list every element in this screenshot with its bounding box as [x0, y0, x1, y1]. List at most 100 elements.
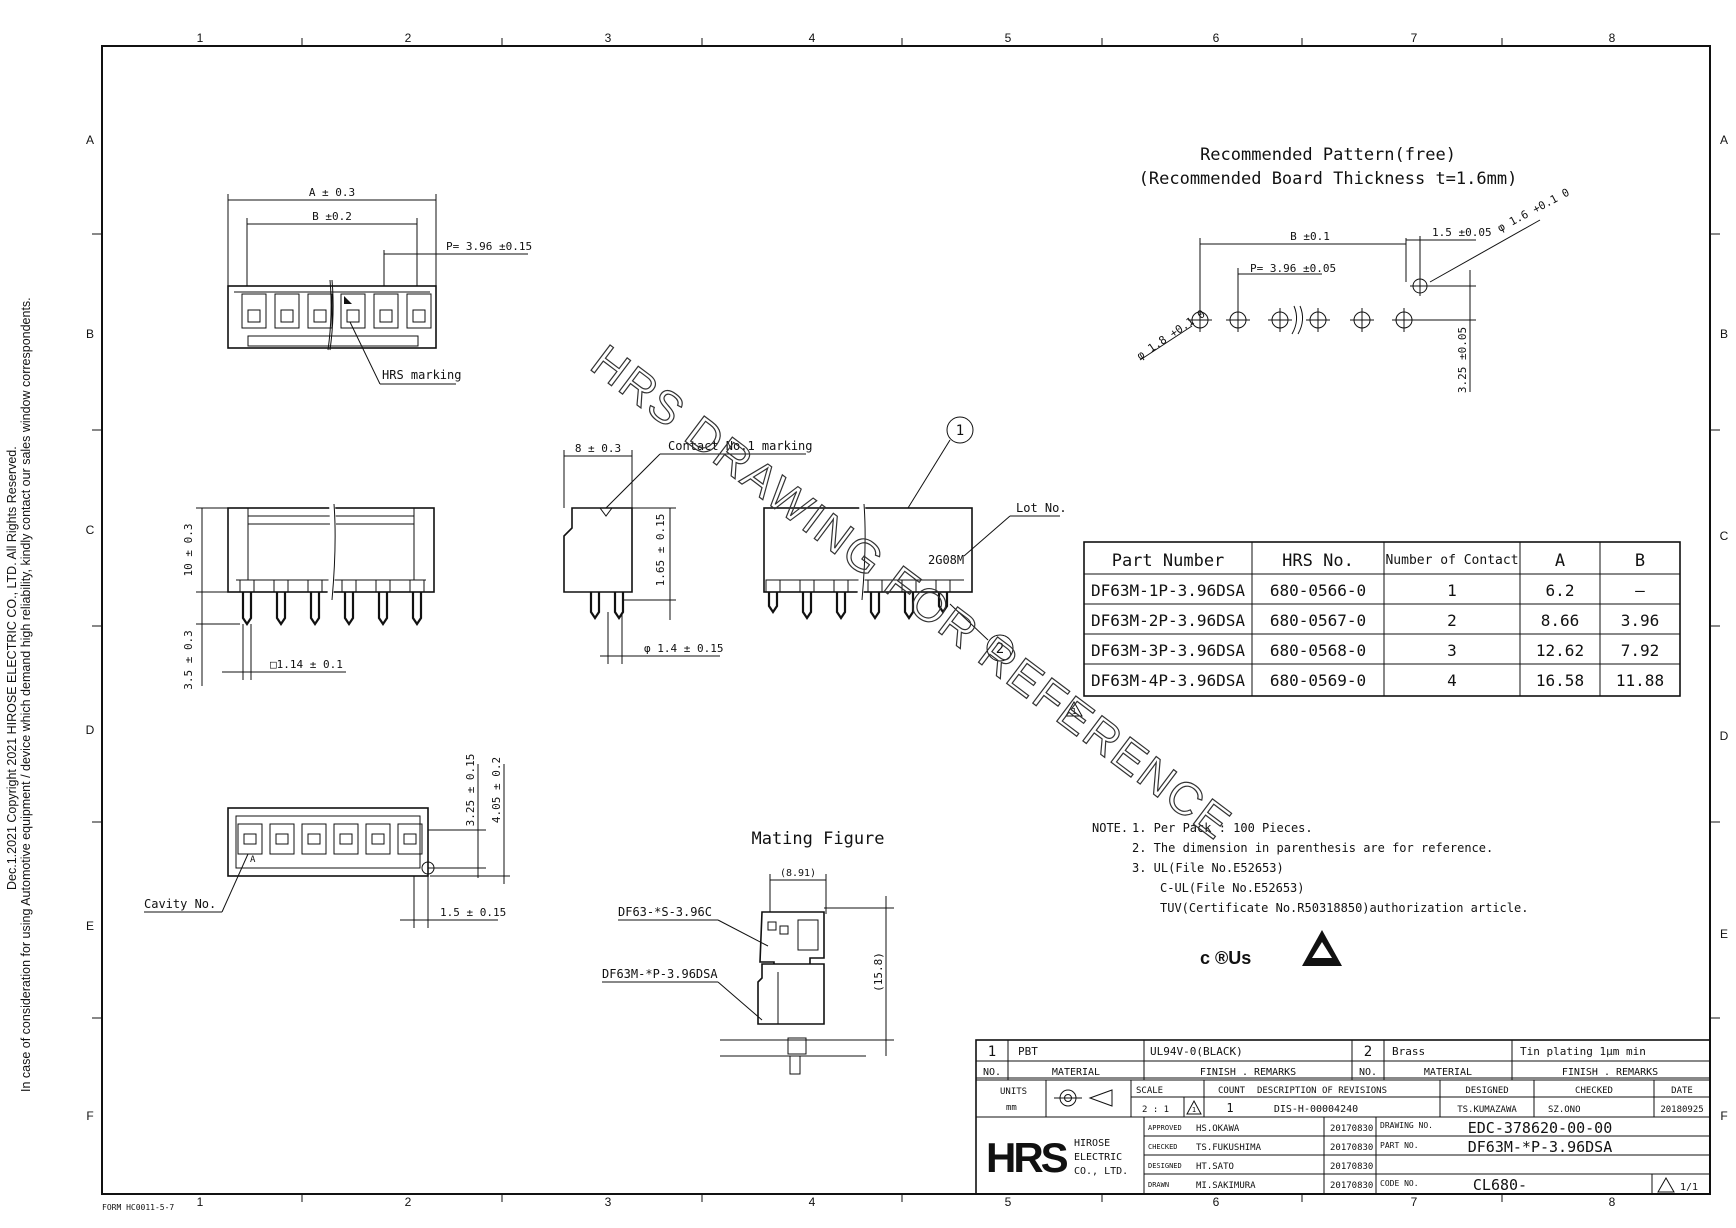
- col-label-3: 3: [605, 31, 612, 45]
- mating-header-label: DF63M-*P-3.96DSA: [602, 967, 718, 981]
- pattern-dim-325: 3.25 ±0.05: [1456, 327, 1469, 393]
- callout-2: 2: [996, 641, 1004, 657]
- mat-row-1-finish: UL94V-0(BLACK): [1150, 1045, 1243, 1058]
- body-view: 2G08M Lot No. 1 2: [763, 416, 1067, 662]
- table-cell: 680-0566-0: [1270, 581, 1366, 600]
- pattern-dim-15: 1.5 ±0.05: [1432, 226, 1492, 239]
- table-header-contacts: Number of Contact: [1385, 553, 1518, 568]
- col-label-6-bottom: 6: [1213, 1195, 1220, 1209]
- callout-1: 1: [956, 423, 964, 439]
- approved-date: 20170830: [1330, 1124, 1373, 1134]
- table-header-a: A: [1555, 551, 1565, 571]
- company-line-2: ELECTRIC: [1074, 1152, 1122, 1163]
- col-label-8-bottom: 8: [1609, 1195, 1616, 1209]
- desc-label: DESCRIPTION OF REVISIONS: [1257, 1086, 1387, 1096]
- front-dim-pin-length: 3.5 ± 0.3: [182, 630, 195, 690]
- col-material-label: MATERIAL: [1052, 1067, 1100, 1078]
- table-cell: 1: [1447, 581, 1457, 600]
- table-cell: DF63M-2P-3.96DSA: [1091, 611, 1245, 630]
- drawn-name: MI.SAKIMURA: [1196, 1181, 1256, 1191]
- drawing-no-label: DRAWING NO.: [1380, 1121, 1433, 1130]
- col-material-label-2: MATERIAL: [1424, 1067, 1472, 1078]
- mat-row-1-material: PBT: [1018, 1045, 1038, 1058]
- count-value: 1: [1226, 1101, 1233, 1115]
- mat-row-2-finish: Tin plating 1μm min: [1520, 1045, 1646, 1058]
- checked-value: SZ.ONO: [1548, 1105, 1581, 1115]
- table-cell: 680-0568-0: [1270, 641, 1366, 660]
- bottom-dim-405: 4.05 ± 0.2: [490, 757, 503, 823]
- mat-row-1-no: 1: [988, 1044, 996, 1060]
- recommended-pattern: Recommended Pattern(free) (Recommended B…: [1134, 145, 1571, 393]
- hrs-logo: HRS: [986, 1134, 1068, 1181]
- part-no: DF63M-*P-3.96DSA: [1468, 1138, 1613, 1156]
- note-3c: TUV(Certificate No.R50318850)authorizati…: [1160, 901, 1528, 915]
- top-dim-b: B ±0.2: [312, 210, 352, 223]
- row-label-a: A: [86, 133, 94, 147]
- bottom-dim-325: 3.25 ± 0.15: [464, 754, 477, 827]
- row-label-e: E: [86, 919, 94, 933]
- note-2: 2. The dimension in parenthesis are for …: [1132, 841, 1493, 855]
- ul-mark-icon: c ®Us: [1200, 948, 1251, 968]
- date-label: DATE: [1671, 1086, 1693, 1096]
- col-finish-label: FINISH . REMARKS: [1200, 1067, 1296, 1078]
- row-label-d-right: D: [1720, 729, 1729, 743]
- side-dim-width: 8 ± 0.3: [575, 442, 621, 455]
- designed2-name: HT.SATO: [1196, 1162, 1234, 1172]
- note-3b: C-UL(File No.E52653): [1160, 881, 1305, 895]
- table-cell: 3.96: [1621, 611, 1660, 630]
- pattern-hole-small: φ 1.6 +0.1 0: [1495, 186, 1571, 235]
- desc-value: DIS-H-00004240: [1274, 1104, 1358, 1115]
- side-dim-hole: φ 1.4 ± 0.15: [644, 642, 723, 655]
- scale-label: SCALE: [1136, 1086, 1163, 1096]
- count-label: COUNT: [1218, 1086, 1246, 1096]
- col-label-1-bottom: 1: [197, 1195, 204, 1209]
- copyright-notice: Dec.1.2021 Copyright 2021 HIROSE ELECTRI…: [5, 297, 33, 1092]
- table-row: DF63M-3P-3.96DSA 680-0568-0 3 12.62 7.92: [1091, 641, 1659, 660]
- bottom-view: A 3.25 ± 0.15 4.05 ± 0.2 1.5 ± 0.15 Cavi…: [144, 754, 510, 928]
- table-cell: 680-0567-0: [1270, 611, 1366, 630]
- mat-row-2-material: Brass: [1392, 1045, 1425, 1058]
- checked2-name: TS.FUKUSHIMA: [1196, 1143, 1262, 1153]
- hrs-marking-label: HRS marking: [382, 368, 461, 382]
- revision-mark-icon: 1: [1186, 1099, 1202, 1115]
- row-label-c: C: [86, 523, 95, 537]
- col-label-7-bottom: 7: [1411, 1195, 1418, 1209]
- top-view: A ± 0.3 B ±0.2 P= 3.96 ±0.15: [227, 186, 532, 385]
- table-cell: —: [1635, 581, 1645, 600]
- title-block: 1 PBT UL94V-0(BLACK) 2 Brass Tin plating…: [975, 1039, 1711, 1195]
- table-header-b: B: [1635, 551, 1645, 571]
- front-view: 10 ± 0.3 3.5 ± 0.3 □1.14 ± 0.1: [182, 503, 435, 690]
- approved-label: APPROVED: [1148, 1124, 1182, 1132]
- table-cell: 12.62: [1536, 641, 1584, 660]
- drawing-no: EDC-378620-00-00: [1468, 1119, 1613, 1137]
- bottom-dim-15: 1.5 ± 0.15: [440, 906, 506, 919]
- table-cell: DF63M-3P-3.96DSA: [1091, 641, 1245, 660]
- notes-label: NOTE.: [1092, 821, 1128, 835]
- table-cell: 11.88: [1616, 671, 1664, 690]
- col-finish-label-2: FINISH . REMARKS: [1562, 1067, 1658, 1078]
- approved-name: HS.OKAWA: [1196, 1124, 1240, 1134]
- row-label-b: B: [86, 327, 94, 341]
- row-label-a-right: A: [1720, 133, 1728, 147]
- designed2-date: 20170830: [1330, 1162, 1373, 1172]
- side-view: 8 ± 0.3 Contact No.1 marking 1.65 ± 0.15…: [563, 439, 813, 664]
- tuv-mark-icon: [1302, 930, 1342, 966]
- checked2-label: CHECKED: [1148, 1143, 1178, 1151]
- mating-title: Mating Figure: [751, 829, 884, 849]
- col-no-label-2: NO.: [1359, 1067, 1377, 1078]
- table-cell: 16.58: [1536, 671, 1584, 690]
- mating-dim-158: (15.8): [872, 952, 885, 992]
- row-label-b-right: B: [1720, 327, 1728, 341]
- row-label-e-right: E: [1720, 927, 1728, 941]
- sheet-revision-icon: [1657, 1176, 1675, 1193]
- pattern-dim-pitch: P= 3.96 ±0.05: [1250, 262, 1336, 275]
- sheet-number: 1/1: [1680, 1182, 1698, 1193]
- designed-value: TS.KUMAZAWA: [1457, 1105, 1517, 1115]
- col-label-4: 4: [809, 31, 816, 45]
- designed2-label: DESIGNED: [1148, 1162, 1182, 1170]
- table-cell: 680-0569-0: [1270, 671, 1366, 690]
- row-label-f-right: F: [1720, 1109, 1727, 1123]
- mating-figure: Mating Figure (8.91) (15.8) DF63-*S-3.96…: [602, 829, 894, 1075]
- col-label-1: 1: [197, 31, 204, 45]
- col-label-5-bottom: 5: [1005, 1195, 1012, 1209]
